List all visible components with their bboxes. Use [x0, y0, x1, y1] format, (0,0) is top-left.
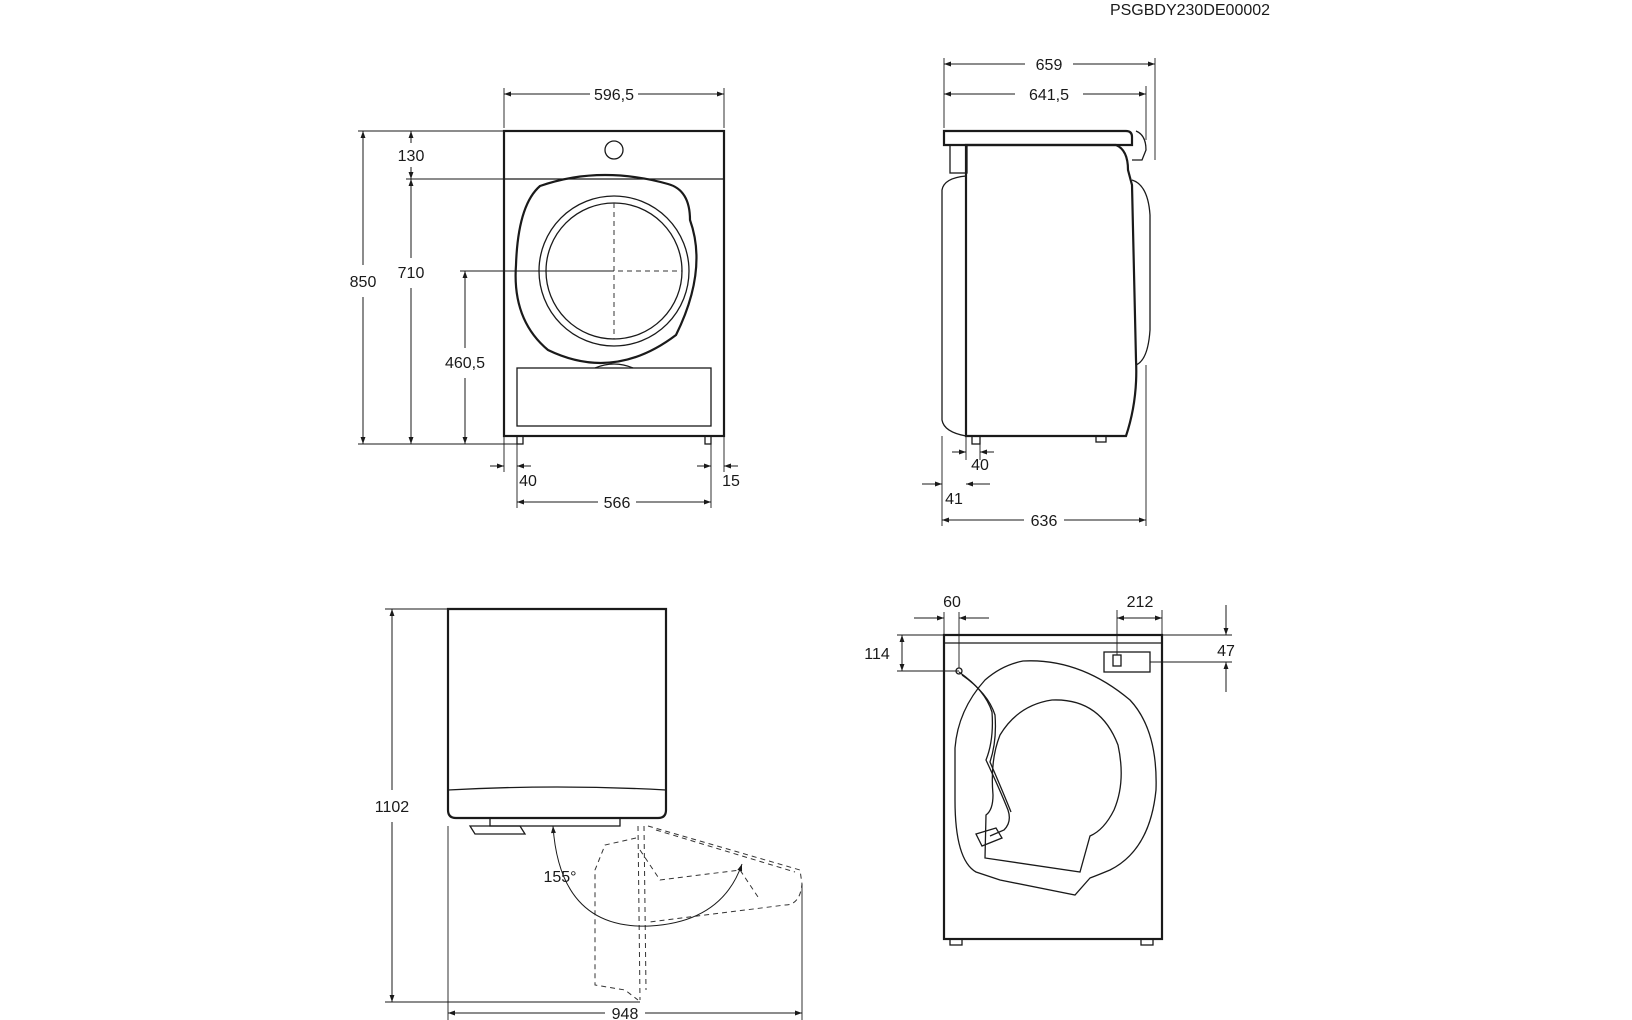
- side-knob: [1132, 130, 1147, 161]
- door-hinge-line-1: [637, 825, 641, 1001]
- front-lower-panel: [516, 367, 712, 427]
- door-swing-guide: [639, 849, 761, 901]
- side-rear-connector: [949, 144, 968, 174]
- rear-duct-inner: [984, 699, 1122, 873]
- dim-foot-spacing: 566: [604, 495, 631, 512]
- rear-drain-hose: [958, 671, 1010, 837]
- dim-rear-inlet-offset-x: 212: [1127, 594, 1154, 611]
- door-closed-outline: [594, 837, 639, 1001]
- front-foot-left: [516, 435, 524, 445]
- dim-rear-hose-offset-y: 114: [864, 646, 890, 663]
- front-body-outline: [502, 129, 726, 438]
- dim-front-total-height: 850: [350, 274, 377, 291]
- rear-duct-outer: [954, 660, 1157, 896]
- side-foot-front: [1095, 435, 1107, 443]
- front-view: 596,5 850 130 710 460,5 40 15: [350, 87, 740, 512]
- dim-side-total-depth: 659: [1036, 57, 1063, 74]
- door-open-outline: [647, 825, 803, 923]
- dim-side-back-offset: 41: [945, 491, 963, 508]
- rear-body-outline: [942, 633, 1164, 941]
- dim-side-body-depth: 641,5: [1029, 87, 1069, 104]
- rear-foot-right: [1140, 938, 1154, 946]
- dim-foot-inset-left: 40: [519, 473, 537, 490]
- side-view: 659 641,5 40 41 636: [922, 57, 1156, 530]
- dim-foot-inset-right: 15: [722, 473, 740, 490]
- dim-front-width: 596,5: [594, 87, 634, 104]
- rear-inlet-box: [1103, 651, 1151, 673]
- dim-door-top-height: 710: [398, 265, 425, 282]
- dim-door-angle: 155°: [543, 869, 576, 886]
- front-foot-right: [704, 435, 712, 445]
- door-view-body-outline: [446, 607, 668, 820]
- dim-top-panel-height: 130: [398, 148, 425, 165]
- rear-drain-hose-inner: [961, 674, 1012, 813]
- dim-door-view-height: 1102: [375, 799, 410, 816]
- rear-foot-left: [949, 938, 963, 946]
- door-view-foot: [468, 825, 527, 835]
- side-body-outline: [964, 143, 1138, 438]
- side-foot-rear: [971, 435, 981, 445]
- dim-door-open-width: 948: [612, 1006, 639, 1020]
- dim-door-center-height: 460,5: [445, 355, 485, 372]
- side-top: [942, 129, 1134, 147]
- side-door-profile: [1131, 179, 1151, 366]
- side-rear-panel: [941, 175, 967, 437]
- door-hinge-line-2: [643, 825, 647, 991]
- dim-rear-inlet-offset-y: 47: [1217, 643, 1235, 660]
- door-angle-arc: [551, 825, 743, 927]
- dim-side-base-depth: 636: [1031, 513, 1058, 530]
- door-open-inner: [655, 829, 796, 873]
- rear-inlet-connector: [1112, 654, 1122, 667]
- dim-side-foot-offset: 40: [971, 457, 989, 474]
- dim-rear-hose-offset-x: 60: [943, 594, 961, 611]
- lower-panel-handle: [594, 363, 634, 369]
- door-view-base-curve: [447, 786, 667, 791]
- reference-code: PSGBDY230DE00002: [1110, 2, 1270, 19]
- program-knob: [604, 140, 624, 160]
- door-open-view: 155° 1102 948: [375, 607, 803, 1020]
- rear-hose-clip: [975, 827, 1003, 847]
- rear-view: 60 114 212 47: [864, 594, 1235, 946]
- door-frame: [514, 173, 698, 365]
- door-view-foot-strip: [489, 817, 621, 827]
